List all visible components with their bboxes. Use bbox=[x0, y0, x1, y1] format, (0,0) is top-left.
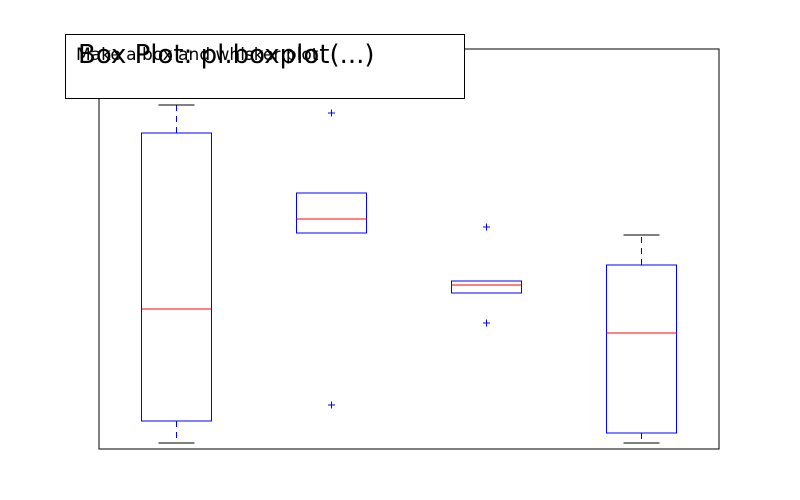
box-3-outlier-2 bbox=[483, 223, 490, 231]
box-3-outlier-1 bbox=[483, 319, 490, 327]
title-box: Make a box and whisker plot Box Plot: pl… bbox=[65, 34, 465, 99]
box-1-rect bbox=[141, 132, 212, 422]
chart-subtitle: Make a box and whisker plot bbox=[76, 45, 319, 65]
box-4-rect bbox=[606, 264, 677, 434]
box-2-outlier-2 bbox=[328, 109, 335, 117]
chart-title: Box Plot: pl.boxplot(...) bbox=[78, 40, 375, 70]
box-3-rect bbox=[451, 280, 522, 294]
box-2-outlier-1 bbox=[328, 401, 335, 409]
box-2-rect bbox=[296, 192, 367, 234]
plot-frame bbox=[98, 48, 720, 450]
